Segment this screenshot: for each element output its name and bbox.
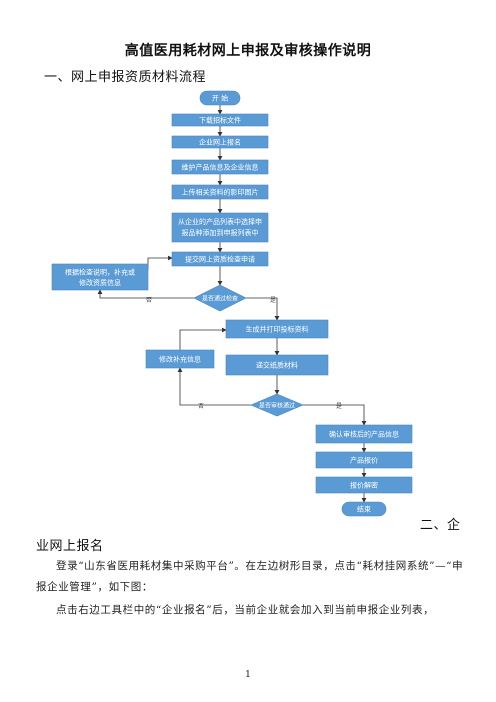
flow-label-yes-2: 是 xyxy=(336,403,342,410)
flow-label-no-1: 否 xyxy=(146,297,152,304)
flow-label-no-2: 否 xyxy=(198,403,204,410)
flow-edges xyxy=(97,105,367,503)
svg-text:递交纸质材料: 递交纸质材料 xyxy=(256,361,298,370)
svg-text:是否审核通过: 是否审核通过 xyxy=(259,402,295,410)
svg-text:上传相关资料的影印图片: 上传相关资料的影印图片 xyxy=(182,188,259,197)
flow-step-upload-images: 上传相关资料的影印图片 xyxy=(171,184,269,200)
svg-text:产品报价: 产品报价 xyxy=(350,456,378,465)
svg-text:开 始: 开 始 xyxy=(212,94,228,103)
svg-text:确认审核后的产品信息: 确认审核后的产品信息 xyxy=(329,430,399,439)
svg-text:企业网上报名: 企业网上报名 xyxy=(199,138,241,147)
svg-text:报价解密: 报价解密 xyxy=(350,481,378,490)
paragraph-register: 点击右边工具栏中的“企业报名”后，当前企业就会加入到当前申报企业列表， xyxy=(56,604,435,616)
svg-text:是否通过检查: 是否通过检查 xyxy=(202,295,238,303)
flow-label-yes-1: 是 xyxy=(270,297,276,304)
flow-step-fix-info: 修改补充信息 xyxy=(145,349,215,369)
flow-step-maintain-info: 维护产品信息及企业信息 xyxy=(171,159,269,175)
flow-step-confirm-products: 确认审核后的产品信息 xyxy=(315,424,413,444)
flow-step-generate-print: 生成并打印投标资料 xyxy=(225,319,329,339)
section-heading-2-part1: 二、企 xyxy=(420,518,461,533)
flow-step-quote: 产品报价 xyxy=(315,451,413,469)
svg-text:从企业的产品列表中选择申: 从企业的产品列表中选择申 xyxy=(178,217,262,226)
svg-text:根据检查说明，补充或: 根据检查说明，补充或 xyxy=(65,268,135,277)
flow-step-download: 下载招标文件 xyxy=(171,113,269,127)
page-number: 1 xyxy=(245,670,251,680)
document-title: 高值医用耗材网上申报及审核操作说明 xyxy=(124,43,372,59)
svg-text:维护产品信息及企业信息: 维护产品信息及企业信息 xyxy=(182,163,259,172)
svg-text:提交网上资质检查申请: 提交网上资质检查申请 xyxy=(185,255,255,264)
svg-text:下载招标文件: 下载招标文件 xyxy=(199,116,241,125)
svg-text:修改资质信息: 修改资质信息 xyxy=(79,278,121,287)
flow-step-register: 企业网上报名 xyxy=(171,135,269,149)
svg-text:结束: 结束 xyxy=(357,505,371,514)
flow-step-fix-qualification: 根据检查说明，补充或 修改资质信息 xyxy=(51,263,149,291)
flow-start: 开 始 xyxy=(199,90,241,106)
flow-step-submit-check: 提交网上资质检查申请 xyxy=(171,251,269,267)
section-heading-2-part2: 业网上报名 xyxy=(36,539,104,554)
flow-step-decrypt: 报价解密 xyxy=(315,476,413,494)
section-heading-1: 一、网上申报资质材料流程 xyxy=(44,70,207,85)
flow-step-submit-paper: 递交纸质材料 xyxy=(225,354,329,376)
svg-text:生成并打印投标资料: 生成并打印投标资料 xyxy=(246,325,309,334)
flow-decision-check: 是否通过检查 xyxy=(193,284,247,312)
svg-text:报品种添加到申报列表中: 报品种添加到申报列表中 xyxy=(182,228,259,237)
flow-decision-review: 是否审核通过 xyxy=(250,393,304,417)
flow-step-select-products: 从企业的产品列表中选择申 报品种添加到申报列表中 xyxy=(171,212,269,243)
svg-text:修改补充信息: 修改补充信息 xyxy=(159,355,201,364)
paragraph-login: 登录“山东省医用耗材集中采购平台”。在左边树形目录，点击“耗材挂网系统”—“申报… xyxy=(36,560,464,593)
flow-end: 结束 xyxy=(341,501,387,517)
